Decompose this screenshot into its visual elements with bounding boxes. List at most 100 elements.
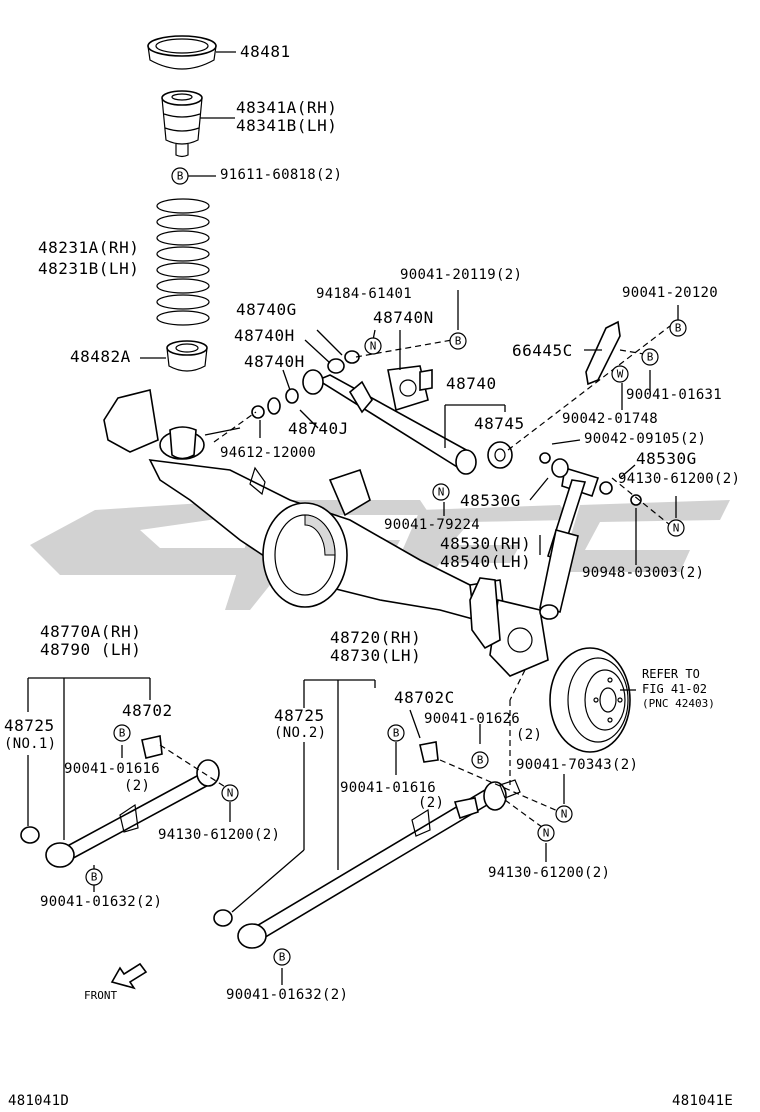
label-front: FRONT: [84, 989, 118, 1002]
label-90948: 90948-03003(2): [582, 565, 705, 581]
callout-letter: B: [455, 335, 462, 348]
callout-letter: N: [227, 787, 234, 800]
label-90041-01616-left: 90041-01616: [64, 761, 161, 777]
callout-letter: N: [561, 808, 568, 821]
callout-b-01616-l: B: [113, 724, 131, 742]
callout-letter: W: [617, 368, 624, 381]
axle-housing: [103, 389, 549, 677]
label-90041-79224: 90041-79224: [384, 517, 481, 533]
label-48745: 48745: [474, 414, 525, 433]
lower-seat-48482a: [166, 340, 208, 372]
callout-b-20119: B: [449, 332, 467, 350]
callout-letter: N: [673, 522, 680, 535]
label-90041-01632-right: 90041-01632(2): [226, 987, 349, 1003]
label-48341b: 48341B(LH): [236, 116, 338, 135]
label-90041-70343: 90041-70343(2): [516, 757, 639, 773]
figure-code-right: 481041E: [672, 1093, 734, 1109]
label-48725-left: 48725: [4, 716, 55, 735]
coil-spring-48231: [156, 198, 210, 326]
figure-code-left: 481041D: [8, 1093, 70, 1109]
brake-drum: [549, 647, 631, 753]
bushings-48740: [251, 350, 513, 469]
label-94130-right: 94130-61200(2): [488, 865, 611, 881]
label-48540: 48540(LH): [440, 552, 532, 571]
label-48725-right-no: (NO.2): [274, 725, 327, 741]
label-refer-2: FIG 41-02: [642, 682, 708, 696]
callout-b-01632-r: B: [273, 948, 291, 966]
label-94612: 94612-12000: [220, 445, 317, 461]
callout-n-94130-l: N: [221, 784, 239, 802]
label-48482a: 48482A: [70, 347, 131, 366]
callout-markers: B N B B B W N N B N B B B N N B: [85, 167, 687, 966]
front-arrow-icon: [110, 962, 148, 990]
callout-letter: B: [177, 170, 184, 183]
callout-b-01626: B: [471, 751, 489, 769]
label-94130-left: 94130-61200(2): [158, 827, 281, 843]
callout-letter: N: [370, 340, 377, 353]
label-48530: 48530(RH): [440, 534, 532, 553]
callout-letter: B: [393, 727, 400, 740]
label-48740h-1: 48740H: [234, 326, 295, 345]
label-48720: 48720(RH): [330, 628, 422, 647]
label-90042-09105: 90042-09105(2): [584, 431, 707, 447]
callout-letter: B: [477, 754, 484, 767]
label-48702c: 48702C: [394, 688, 455, 707]
label-94184: 94184-61401: [316, 286, 413, 302]
label-48231a: 48231A(RH): [38, 238, 140, 257]
bracket-66445c: [585, 320, 621, 386]
label-48770a: 48770A(RH): [40, 622, 142, 641]
upper-control-arm: [302, 365, 477, 475]
callout-letter: N: [438, 486, 445, 499]
label-91611: 91611-60818(2): [220, 167, 343, 183]
label-48231b: 48231B(LH): [38, 259, 140, 278]
label-48740: 48740: [446, 374, 497, 393]
callout-b-01632-l: B: [85, 868, 103, 886]
label-90041-01616-right: 90041-01616: [340, 780, 437, 796]
bumper-48341: [161, 90, 203, 158]
label-48702: 48702: [122, 701, 173, 720]
callout-n-94130-r: N: [537, 824, 555, 842]
label-90041-01616-left-qty: (2): [124, 778, 151, 794]
callout-b-20120: B: [669, 319, 687, 337]
label-90041-20120: 90041-20120: [622, 285, 719, 301]
lower-arm-left: [20, 735, 220, 868]
callout-b-01616-r: B: [387, 724, 405, 742]
callout-w-01748: W: [611, 365, 629, 383]
label-66445c: 66445C: [512, 341, 573, 360]
label-48740g: 48740G: [236, 300, 297, 319]
label-48730: 48730(LH): [330, 646, 422, 665]
label-48481: 48481: [240, 42, 291, 61]
upper-seat-48481: [147, 35, 217, 70]
label-48725-right: 48725: [274, 706, 325, 725]
callout-letter: B: [647, 351, 654, 364]
label-48740n: 48740N: [373, 308, 434, 327]
label-refer-1: REFER TO: [642, 667, 700, 681]
callout-letter: B: [119, 727, 126, 740]
label-48790: 48790 (LH): [40, 640, 142, 659]
label-refer-3: (PNC 42403): [642, 697, 715, 710]
callout-letter: B: [91, 871, 98, 884]
callout-n-70343: N: [555, 805, 573, 823]
callout-b-91611: B: [171, 167, 189, 185]
label-90041-01632-left: 90041-01632(2): [40, 894, 163, 910]
label-94130-top: 94130-61200(2): [618, 471, 741, 487]
label-90041-01626-qty: (2): [516, 727, 543, 743]
label-48725-left-no: (NO.1): [4, 736, 57, 752]
label-48530g-1: 48530G: [636, 449, 697, 468]
label-90042-01748: 90042-01748: [562, 411, 659, 427]
callout-letter: B: [675, 322, 682, 335]
label-90041-20119: 90041-20119(2): [400, 267, 523, 283]
label-48740j: 48740J: [288, 419, 349, 438]
callout-n-94130-top: N: [667, 519, 685, 537]
shock-absorber: [539, 452, 642, 620]
label-90041-01616-right-qty: (2): [418, 795, 445, 811]
label-90041-01626: 90041-01626: [424, 711, 521, 727]
lower-arm-right: [213, 741, 521, 949]
label-90041-01631: 90041-01631: [626, 387, 723, 403]
callout-n-94184: N: [364, 337, 382, 355]
label-48740h-2: 48740H: [244, 352, 305, 371]
callout-n-79224: N: [432, 483, 450, 501]
label-48341a: 48341A(RH): [236, 98, 338, 117]
